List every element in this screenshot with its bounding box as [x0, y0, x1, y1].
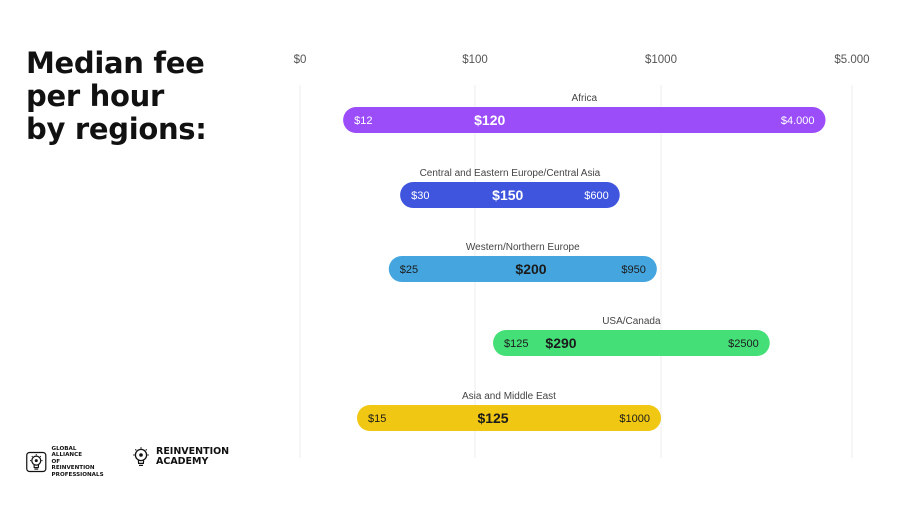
median-value-label: $290 [545, 335, 576, 351]
low-value-label: $125 [504, 338, 528, 350]
high-value-label: $4.000 [781, 115, 815, 127]
high-value-label: $600 [584, 190, 608, 202]
axis-tick-label: $100 [462, 54, 488, 66]
region-label: USA/Canada [602, 316, 661, 327]
median-value-label: $120 [474, 112, 505, 128]
low-value-label: $30 [411, 190, 429, 202]
lightbulb-gear-icon [26, 451, 47, 473]
reinvention-academy-logo: REINVENTION ACADEMY [130, 446, 229, 468]
region-label: Central and Eastern Europe/Central Asia [420, 168, 601, 179]
ra-logo-line-1: REINVENTION [156, 446, 230, 457]
gar-logo-line-3: PROFESSIONALS [51, 471, 104, 478]
gar-logo-line-1: GLOBAL ALLIANCE [51, 446, 83, 459]
region-label: Asia and Middle East [462, 391, 556, 402]
axis-tick-label: $0 [294, 54, 307, 66]
title-line-3: by regions: [26, 112, 207, 146]
low-value-label: $25 [400, 264, 418, 276]
title-line-2: per hour [26, 79, 164, 113]
range-bar [493, 330, 770, 356]
axis-tick-label: $5.000 [834, 54, 869, 66]
title-line-1: Median fee [26, 46, 205, 80]
gar-logo: GLOBAL ALLIANCE OF REINVENTION PROFESSIO… [26, 446, 105, 478]
low-value-label: $12 [354, 115, 372, 127]
high-value-label: $950 [621, 264, 645, 276]
chart-title: Median fee per hour by regions: [26, 47, 207, 146]
range-bar [343, 107, 826, 133]
gar-logo-line-2: OF REINVENTION [51, 458, 95, 472]
region-label: Africa [572, 93, 598, 104]
region-label: Western/Northern Europe [466, 242, 580, 253]
range-bar [388, 256, 657, 282]
high-value-label: $2500 [728, 338, 759, 350]
median-value-label: $125 [477, 410, 508, 426]
lightbulb-gear-icon [133, 447, 149, 466]
range-bar [400, 182, 620, 208]
low-value-label: $15 [368, 413, 386, 425]
ra-logo-line-2: ACADEMY [156, 456, 209, 467]
axis-tick-label: $1000 [645, 54, 677, 66]
median-value-label: $150 [492, 187, 523, 203]
range-bar [356, 405, 661, 431]
median-value-label: $200 [515, 261, 546, 277]
high-value-label: $1000 [619, 413, 650, 425]
